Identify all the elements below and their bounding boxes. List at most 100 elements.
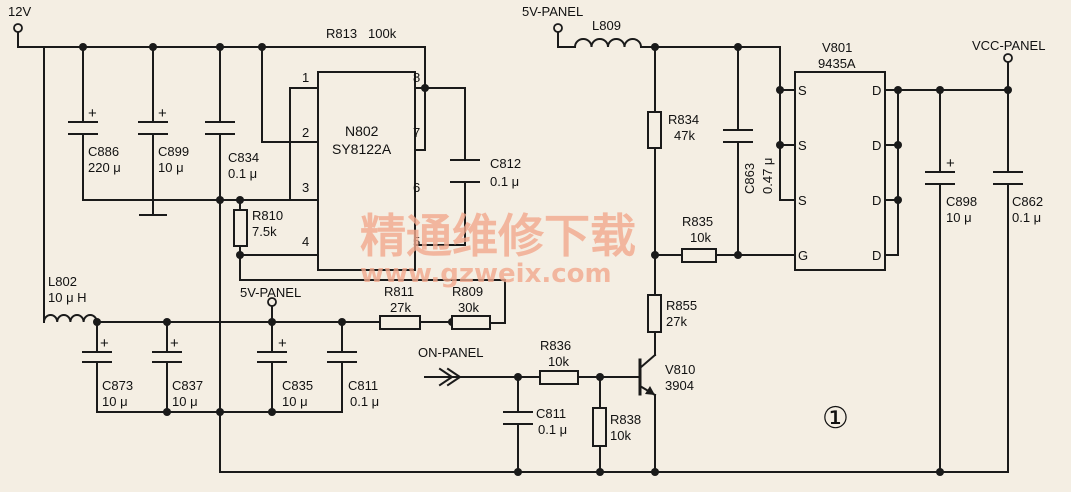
resistor-r809 [451, 315, 491, 330]
svg-text:+: + [88, 105, 97, 122]
c886-name: C886 [88, 144, 119, 159]
transistor-name: V810 [665, 362, 695, 377]
r836-name: R836 [540, 338, 571, 353]
resistor-r810 [233, 209, 248, 247]
label-12v: 12V [8, 4, 31, 19]
resistor-r855 [647, 294, 662, 333]
r855-value: 27k [666, 314, 687, 329]
ic-pin-3: 3 [302, 180, 309, 195]
ic-name: N802 [345, 123, 379, 139]
r835-name: R835 [682, 214, 713, 229]
terminal-5v-panel-mid [267, 297, 277, 307]
c873-name: C873 [102, 378, 133, 393]
mosfet-part: 9435A [818, 56, 856, 71]
c898-name: C898 [946, 194, 977, 209]
svg-text:+: + [946, 155, 955, 172]
junction-dots [79, 43, 1012, 476]
r838-value: 10k [610, 428, 631, 443]
resistor-r838 [592, 407, 607, 447]
terminal-12v [13, 23, 23, 33]
mosfet-pin-d3: D [872, 193, 881, 208]
capacitors: + + + + + + [68, 105, 1023, 425]
inductor-l802 [42, 314, 98, 324]
c812-name: C812 [490, 156, 521, 171]
l802-value: 10 μ H [48, 290, 87, 305]
terminal-vcc-panel [1003, 53, 1013, 63]
r809-value: 30k [458, 300, 479, 315]
wires-right [424, 31, 1009, 473]
label-5v-panel-top: 5V-PANEL [522, 4, 583, 19]
c812-value: 0.1 μ [490, 174, 519, 189]
r810-value: 7.5k [252, 224, 277, 239]
r855-name: R855 [666, 298, 697, 313]
circle-number: ① [822, 402, 849, 435]
mosfet-pin-s1: S [798, 83, 807, 98]
resistor-r835 [681, 248, 717, 263]
resistor-r811 [379, 315, 421, 330]
ic-part: SY8122A [332, 141, 392, 157]
c835-name: C835 [282, 378, 313, 393]
ic-pin-8: 8 [413, 70, 420, 85]
c898-value: 10 μ [946, 210, 972, 225]
svg-text:+: + [170, 335, 179, 352]
mosfet-v801: S S S G D D D D V801 9435A [794, 40, 886, 271]
c863-name: C863 [742, 163, 757, 194]
r838-name: R838 [610, 412, 641, 427]
r811-name: R811 [384, 284, 414, 299]
ic-pin-7: 7 [413, 125, 420, 140]
r809-name: R809 [452, 284, 483, 299]
mosfet-pin-d4: D [872, 248, 881, 263]
l809-name: L809 [592, 18, 621, 33]
ic-n802: 1 2 3 4 5 6 7 8 N802 SY8122A [302, 70, 420, 271]
inductors [42, 38, 643, 324]
c811a-name: C811 [348, 378, 378, 393]
c863-value: 0.47 μ [760, 158, 775, 194]
ic-pin-5: 5 [413, 234, 420, 249]
watermark: 精通维修下载 www.gzweix.com [360, 209, 636, 289]
r811-value: 27k [390, 300, 411, 315]
c899-name: C899 [158, 144, 189, 159]
mosfet-name: V801 [822, 40, 852, 55]
c899-value: 10 μ [158, 160, 184, 175]
component-labels: R813 100k C886 220 μ C899 10 μ C834 0.1 … [48, 18, 1043, 443]
watermark-url: www.gzweix.com [360, 259, 612, 289]
c834-value: 0.1 μ [228, 166, 257, 181]
l802-name: L802 [48, 274, 77, 289]
c862-name: C862 [1012, 194, 1043, 209]
r813-name: R813 [326, 26, 357, 41]
c886-value: 220 μ [88, 160, 121, 175]
resistors [233, 111, 717, 447]
label-on-panel: ON-PANEL [418, 345, 484, 360]
mosfet-pin-s3: S [798, 193, 807, 208]
svg-text:+: + [158, 105, 167, 122]
mosfet-pin-s2: S [798, 138, 807, 153]
c811b-value: 0.1 μ [538, 422, 567, 437]
r834-name: R834 [668, 112, 699, 127]
c873-value: 10 μ [102, 394, 128, 409]
r810-name: R810 [252, 208, 283, 223]
ic-pin-1: 1 [302, 70, 309, 85]
label-vcc-panel: VCC-PANEL [972, 38, 1045, 53]
r836-value: 10k [548, 354, 569, 369]
r835-value: 10k [690, 230, 711, 245]
svg-text:+: + [278, 335, 287, 352]
terminal-5v-panel-top [553, 23, 563, 33]
ic-pin-4: 4 [302, 234, 309, 249]
mosfet-pin-d2: D [872, 138, 881, 153]
resistor-r834 [647, 111, 662, 149]
transistor-part: 3904 [665, 378, 694, 393]
net-labels: 12V 5V-PANEL VCC-PANEL 5V-PANEL ON-PANEL… [8, 4, 1045, 435]
watermark-title: 精通维修下载 [360, 209, 636, 263]
mosfet-pin-d1: D [872, 83, 881, 98]
r813-value: 100k [368, 26, 397, 41]
c837-value: 10 μ [172, 394, 198, 409]
c811a-value: 0.1 μ [350, 394, 379, 409]
inductor-l809 [573, 38, 643, 49]
on-panel-arrow [438, 367, 462, 387]
c834-name: C834 [228, 150, 259, 165]
c811b-name: C811 [536, 406, 566, 421]
ic-pin-2: 2 [302, 125, 309, 140]
resistor-r836 [539, 370, 579, 385]
c837-name: C837 [172, 378, 203, 393]
